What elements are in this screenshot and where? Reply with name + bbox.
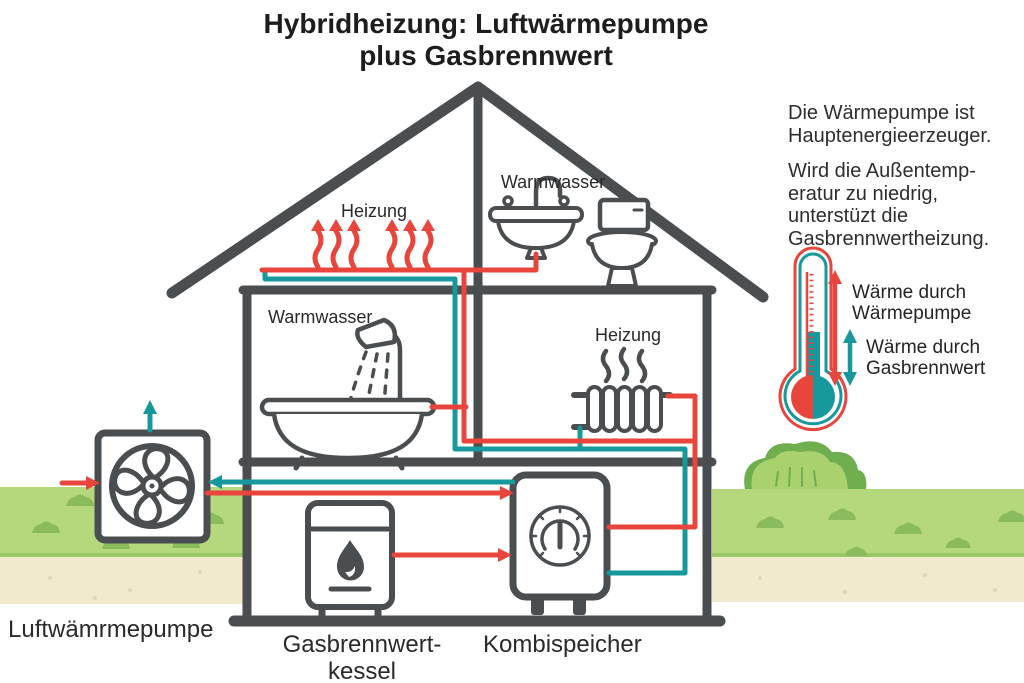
legend-gas-line2: Gasbrennwert (866, 358, 986, 379)
gas-boiler-label-line2: kessel (327, 658, 397, 683)
info-p1-line1: Die Wärmepumpe ist (788, 102, 975, 124)
legend-arrows (828, 270, 857, 386)
fan-icon (109, 443, 195, 529)
house-frame (166, 81, 769, 627)
bush (744, 441, 867, 490)
sand-left (0, 557, 243, 604)
bush-front (751, 450, 848, 490)
toilet-icon (586, 197, 658, 288)
sink-icon (488, 175, 584, 260)
heat-pump (94, 429, 211, 544)
roof (166, 81, 769, 303)
title-line1: Hybridheizung: Luftwärmepumpe (263, 8, 709, 39)
legend-heat-pump-label: Wärme durch Wärmepumpe (852, 282, 971, 324)
middle-heizung-label: Heizung (594, 325, 662, 345)
bathtub-shower-icon (259, 317, 437, 471)
ground-right (712, 441, 1024, 602)
pipe-red-riser (461, 267, 698, 444)
bathtub-body (271, 411, 425, 461)
gauge-ticks (529, 505, 591, 559)
radiator-coils (586, 385, 663, 433)
info-p2-line2: eratur zu niedrig, (788, 182, 939, 205)
legend-teal-arrow-bottom (843, 372, 857, 386)
info-paragraph-2: Wird die Außentemp- eratur zu niedrig, u… (788, 160, 989, 250)
legend-hp-line2: Wärmepumpe (852, 303, 972, 324)
middle-warmwasser-label: Warmwasser (268, 307, 373, 327)
pipes-red (59, 251, 698, 558)
info-p2-line4: Gasbrennwertheizung. (788, 227, 990, 250)
heat-pump-label: Luftwämrmepumpe (8, 616, 214, 643)
arrowhead-teal-up (143, 400, 157, 414)
sand-dots-left (48, 570, 202, 600)
gas-boiler (305, 500, 395, 621)
page-title: Hybridheizung: Luftwärmepumpe plus Gasbr… (264, 8, 709, 72)
floor-heating-arrowheads (311, 219, 435, 231)
info-p2-line1: Wird die Außentemp- (788, 160, 976, 182)
thermometer-icon (778, 246, 848, 432)
pipes-teal (147, 268, 688, 576)
radiator-heat-waves (600, 346, 648, 384)
info-paragraph-1: Die Wärmepumpe ist Hauptenergieerzeuger. (788, 102, 991, 147)
legend-hp-line1: Wärme durch (852, 282, 967, 303)
shower-head (355, 317, 398, 350)
gas-boiler-label-line1: Gasbrennwert- (282, 631, 442, 658)
thermometer-outer (778, 246, 848, 432)
arrowhead-red-boiler (498, 548, 512, 562)
flow-arrowheads (86, 400, 514, 562)
arrowhead-red-into-tank (500, 486, 514, 500)
bathtub-feet (293, 455, 405, 471)
grass-right (712, 489, 1024, 555)
gauge-icon (529, 505, 591, 567)
combi-storage-label: Kombispeicher (483, 631, 642, 658)
floor-heating-arrows (311, 219, 435, 270)
info-p1-line2: Hauptenergieerzeuger. (788, 124, 992, 147)
thermometer-bulb-right (813, 375, 835, 419)
bush-detail-lines (775, 467, 817, 487)
sand-dots-right (758, 573, 997, 594)
pipe-red-radiator-tank (606, 393, 698, 530)
title-line2: plus Gasbrennwert (359, 40, 613, 71)
legend-red-arrow-bottom (828, 372, 842, 386)
legend-red-arrow-top (828, 270, 842, 284)
pipe-teal-return-loop (262, 268, 688, 576)
grass-right-edge (712, 553, 1024, 557)
attic-warmwasser-label: Warmwasser (500, 172, 606, 192)
pipe-red-attic (259, 251, 539, 273)
shower-water (348, 350, 390, 407)
bathtub-rim (259, 397, 437, 417)
legend-gas-line1: Wärme durch (866, 337, 981, 358)
attic-heizung-label: Heizung (340, 201, 408, 221)
legend-teal-arrow-top (843, 329, 857, 343)
arrowhead-teal-into-pump (208, 475, 222, 489)
arrowhead-red-into-pump (86, 476, 100, 490)
info-p2-line3: unterstüzt die (788, 205, 909, 227)
legend-gas-label: Wärme durch Gasbrennwert (866, 337, 985, 379)
radiator-icon (571, 346, 673, 433)
grass-left-edge (0, 553, 243, 557)
flame-icon (337, 540, 364, 581)
sand-right (712, 557, 1024, 602)
combi-storage (509, 471, 611, 615)
